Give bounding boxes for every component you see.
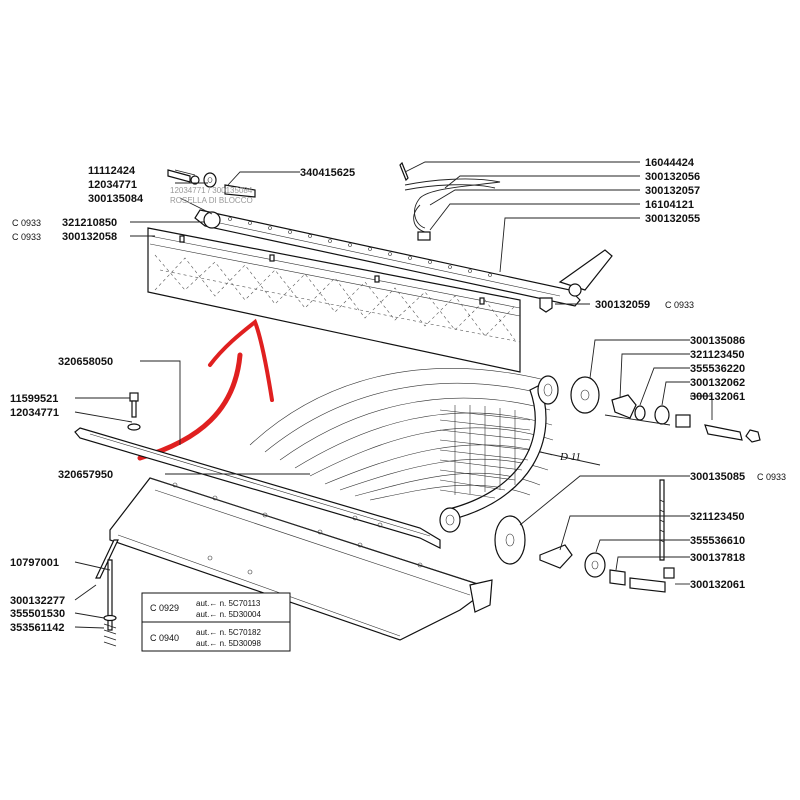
- legend-code-1: C 0929: [150, 603, 179, 613]
- bottom-tray: [109, 477, 493, 641]
- label-16104121: 16104121: [645, 199, 694, 211]
- red-arrow: [137, 318, 274, 461]
- label-355501530: 355501530: [10, 608, 65, 620]
- front-beam: [74, 427, 441, 549]
- label-16044424: 16044424: [645, 157, 695, 169]
- hanging-panel: [147, 227, 553, 373]
- right-hardware-lower: [494, 479, 675, 593]
- top-rail: [194, 209, 613, 307]
- legend-row2-line2: aut.← n. 5D30098: [196, 639, 261, 648]
- label-300135084: 300135084: [88, 193, 144, 205]
- label-300132277: 300132277: [10, 595, 65, 607]
- rail-end-bracket: [558, 249, 613, 291]
- panel-tabs: [179, 235, 485, 305]
- label-321123450-lower: 321123450: [690, 511, 744, 523]
- label-355536610: 355536610: [690, 535, 745, 547]
- legend-box: C 0929 aut.← n. 5C70113 aut.← n. 5D30004…: [141, 592, 291, 652]
- label-300137818: 300137818: [690, 552, 745, 564]
- label-d11: D 11: [559, 451, 581, 463]
- panel-clip: [539, 297, 553, 313]
- label-353561142: 353561142: [10, 622, 64, 634]
- label-12034771-left: 12034771: [10, 407, 59, 419]
- label-300132056: 300132056: [645, 171, 700, 183]
- leader-lines: [74, 161, 713, 629]
- label-11112424: 11112424: [88, 165, 136, 177]
- label-c0933-d: C 0933: [757, 472, 786, 482]
- faint-stamp-line1: 12034771 / 300135084: [170, 186, 253, 195]
- label-340415625: 340415625: [300, 167, 355, 179]
- top-left-hardware: [167, 169, 256, 229]
- concave-grate: [249, 368, 559, 533]
- faint-stamp-line2: ROSELLA DI BLOCCO: [170, 196, 253, 205]
- left-rod-lower: [95, 539, 119, 647]
- spring-clip: [399, 161, 501, 241]
- grate-slots: [439, 405, 531, 499]
- label-300132061-lower: 300132061: [690, 579, 745, 591]
- label-320658050: 320658050: [58, 356, 113, 368]
- label-320657950: 320657950: [58, 469, 113, 481]
- label-300132057: 300132057: [645, 185, 700, 197]
- label-10797001: 10797001: [10, 557, 59, 569]
- label-300135086: 300135086: [690, 335, 745, 347]
- legend-row1-line2: aut.← n. 5D30004: [196, 610, 261, 619]
- label-355536220: 355536220: [690, 363, 745, 375]
- label-c0933-c: C 0933: [665, 300, 694, 310]
- left-bolt-upper: [127, 392, 141, 431]
- label-300132062: 300132062: [690, 377, 745, 389]
- label-300132061-upper: 300132061: [690, 391, 745, 403]
- label-11599521: 11599521: [10, 393, 58, 405]
- legend-row2-line1: aut.← n. 5C70182: [196, 628, 261, 637]
- label-c0933-b: C 0933: [12, 232, 41, 242]
- rail-holes: [228, 217, 492, 277]
- label-321210850: 321210850: [62, 217, 117, 229]
- legend-row1-line1: aut.← n. 5C70113: [196, 599, 261, 608]
- label-300135085: 300135085: [690, 471, 745, 483]
- label-c0933-a: C 0933: [12, 218, 41, 228]
- rail-end-eye: [568, 283, 582, 297]
- label-300132058: 300132058: [62, 231, 117, 243]
- legend-code-2: C 0940: [150, 633, 179, 643]
- label-12034771-top: 12034771: [88, 179, 137, 191]
- label-300132055: 300132055: [645, 213, 700, 225]
- label-300132059: 300132059: [595, 299, 650, 311]
- right-hardware-upper: [570, 376, 761, 443]
- label-321123450-upper: 321123450: [690, 349, 744, 361]
